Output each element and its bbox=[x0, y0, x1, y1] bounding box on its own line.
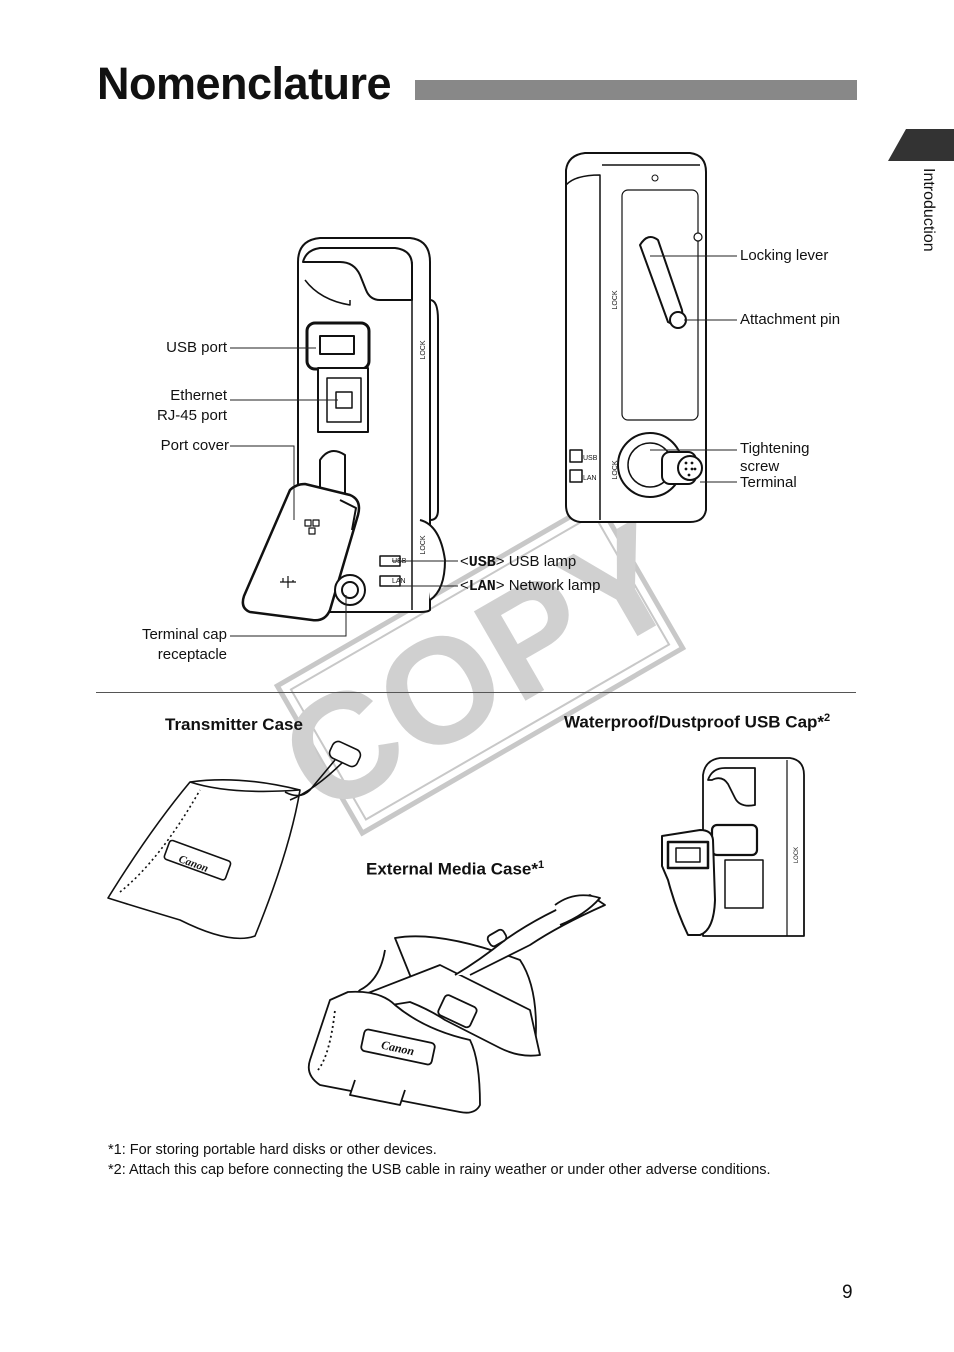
lan-lamp-tag: LAN bbox=[468, 578, 496, 595]
usb-lamp-label: <USB> USB lamp bbox=[460, 553, 577, 571]
section-divider bbox=[96, 692, 856, 693]
terminal-label: Terminal bbox=[740, 474, 797, 491]
media-case-heading-text: External Media Case* bbox=[366, 859, 538, 879]
port-cover-label: Port cover bbox=[160, 437, 229, 454]
transmitter-case-heading: Transmitter Case bbox=[165, 715, 303, 734]
media-case-footnote-ref: 1 bbox=[537, 859, 545, 871]
ethernet-port-label-line2: RJ-45 port bbox=[156, 407, 227, 424]
attachment-pin-label: Attachment pin bbox=[740, 311, 841, 328]
leader-lines bbox=[230, 255, 737, 637]
media-case-heading: External Media Case*1 bbox=[366, 859, 544, 880]
usb-cap-heading: Waterproof/Dustproof USB Cap*2 bbox=[564, 712, 830, 733]
lan-lamp-text: Network lamp bbox=[508, 577, 601, 594]
transmitter-front-illustration bbox=[241, 237, 446, 622]
brand-logo: Canon bbox=[380, 1038, 416, 1059]
ethernet-port-label-line1: Ethernet bbox=[170, 387, 227, 404]
lock-marking: LOCK bbox=[420, 535, 427, 554]
title-rule-bar bbox=[415, 80, 857, 100]
lan-lamp-marking: LAN bbox=[583, 475, 597, 482]
usb-port-label: USB port bbox=[166, 339, 227, 356]
usb-cap-heading-text: Waterproof/Dustproof USB Cap* bbox=[564, 712, 825, 732]
lock-marking: LOCK bbox=[612, 460, 619, 479]
footnote-1: *1: For storing portable hard disks or o… bbox=[108, 1142, 437, 1158]
locking-lever-label: Locking lever bbox=[740, 247, 829, 264]
lock-marking: LOCK bbox=[794, 847, 800, 863]
terminal-cap-label-line1: Terminal cap bbox=[141, 626, 227, 643]
usb-lamp-tag: USB bbox=[468, 554, 496, 571]
section-tab-shape bbox=[888, 129, 954, 161]
page-number: 9 bbox=[842, 1282, 853, 1303]
tightening-screw-label-line1: Tightening bbox=[740, 440, 810, 457]
transmitter-back-illustration bbox=[565, 152, 707, 523]
lock-marking: LOCK bbox=[612, 290, 619, 309]
lan-lamp-marking: LAN bbox=[392, 578, 406, 585]
lock-marking: LOCK bbox=[420, 340, 427, 359]
external-media-case-illustration bbox=[307, 894, 606, 1114]
terminal-cap-label-line2: receptacle bbox=[157, 646, 227, 663]
footnote-2: *2: Attach this cap before connecting th… bbox=[108, 1162, 771, 1178]
usb-lamp-marking: USB bbox=[583, 455, 598, 462]
usb-lamp-text: USB lamp bbox=[508, 553, 577, 570]
transmitter-case-illustration bbox=[107, 740, 362, 940]
lan-lamp-label: <LAN> Network lamp bbox=[460, 577, 601, 595]
page-title: Nomenclature bbox=[97, 58, 392, 109]
usb-cap-footnote-ref: 2 bbox=[824, 712, 831, 724]
tightening-screw-label-line2: screw bbox=[740, 458, 780, 475]
usb-cap-illustration bbox=[661, 757, 805, 937]
